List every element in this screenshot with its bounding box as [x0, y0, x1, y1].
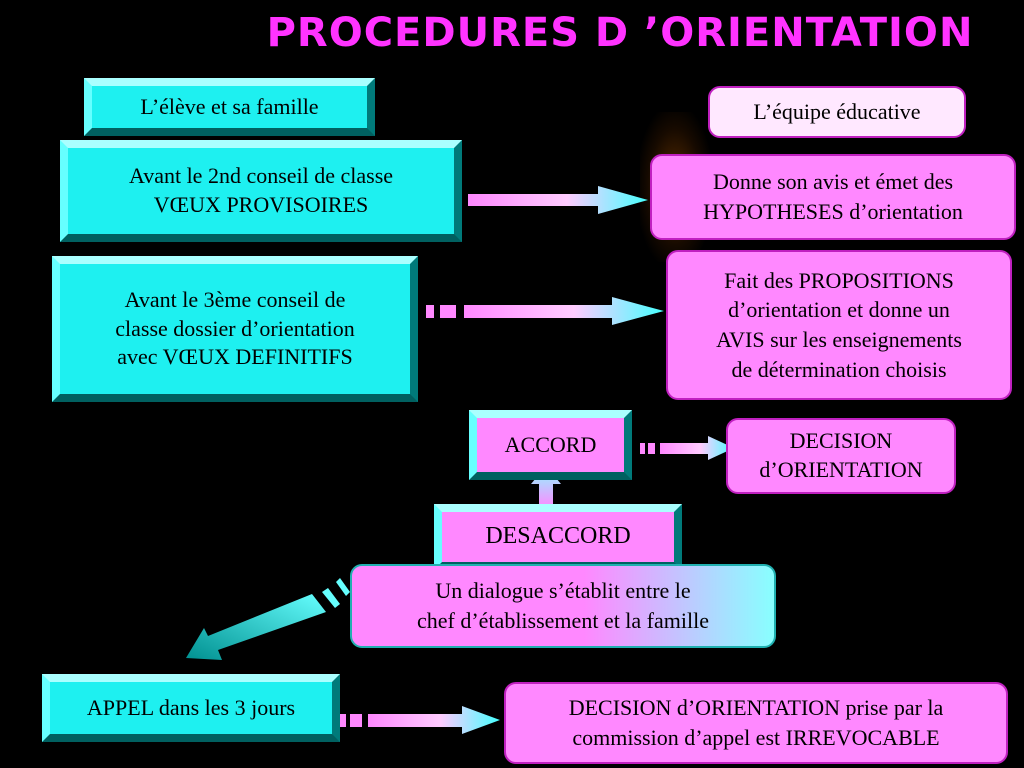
- dialogue-line1: Un dialogue s’établit entre le: [435, 578, 691, 604]
- accord-label: ACCORD: [504, 431, 597, 457]
- final-line1: DECISION d’ORIENTATION prise par la: [568, 695, 944, 721]
- equipe-educative-label: L’équipe éducative: [753, 99, 921, 125]
- hypotheses-line2: HYPOTHESES d’orientation: [703, 199, 963, 224]
- decision-box: DECISION d’ORIENTATION: [726, 418, 956, 494]
- accord-box: ACCORD: [469, 410, 632, 480]
- propositions-line4: de détermination choisis: [731, 356, 947, 382]
- step1-box: Avant le 2nd conseil de classe VŒUX PROV…: [60, 140, 462, 242]
- desaccord-box: DESACCORD: [434, 504, 682, 570]
- step2-line1: Avant le 3ème conseil de: [124, 287, 346, 313]
- step2-line3: avec VŒUX DEFINITIFS: [117, 344, 353, 370]
- final-line2: commission d’appel est IRREVOCABLE: [572, 725, 940, 750]
- arrow-appel: [340, 706, 500, 734]
- appel-box: APPEL dans les 3 jours: [42, 674, 340, 742]
- arrow-accord: [640, 436, 734, 460]
- propositions-line3: AVIS sur les enseignements: [716, 327, 962, 352]
- hypotheses-box: Donne son avis et émet des HYPOTHESES d’…: [650, 154, 1016, 240]
- desaccord-label: DESACCORD: [485, 523, 631, 550]
- step2-box: Avant le 3ème conseil de classe dossier …: [52, 256, 418, 402]
- propositions-line1: Fait des PROPOSITIONS: [724, 267, 954, 293]
- hypotheses-line1: Donne son avis et émet des: [712, 169, 954, 195]
- propositions-line2: d’orientation et donne un: [728, 297, 950, 323]
- arrow-step1: [436, 186, 648, 214]
- eleve-famille-header: L’élève et sa famille: [84, 78, 375, 136]
- step1-line2: VŒUX PROVISOIRES: [153, 192, 369, 217]
- arrow-step2: [426, 297, 664, 325]
- decision-line2: d’ORIENTATION: [759, 457, 923, 482]
- page-title: PROCEDURES D ’ORIENTATION: [266, 10, 974, 56]
- step1-line1: Avant le 2nd conseil de classe: [128, 163, 394, 189]
- decision-line1: DECISION: [789, 428, 893, 454]
- appel-label: APPEL dans les 3 jours: [86, 694, 296, 720]
- step2-line2: classe dossier d’orientation: [115, 315, 355, 341]
- final-decision-box: DECISION d’ORIENTATION prise par la comm…: [504, 682, 1008, 764]
- propositions-box: Fait des PROPOSITIONS d’orientation et d…: [666, 250, 1012, 400]
- arrow-diagonal: [186, 578, 350, 660]
- dialogue-box: Un dialogue s’établit entre le chef d’ét…: [350, 564, 776, 648]
- equipe-educative-header: L’équipe éducative: [708, 86, 966, 138]
- dialogue-line2: chef d’établissement et la famille: [417, 608, 709, 633]
- eleve-famille-label: L’élève et sa famille: [140, 93, 319, 119]
